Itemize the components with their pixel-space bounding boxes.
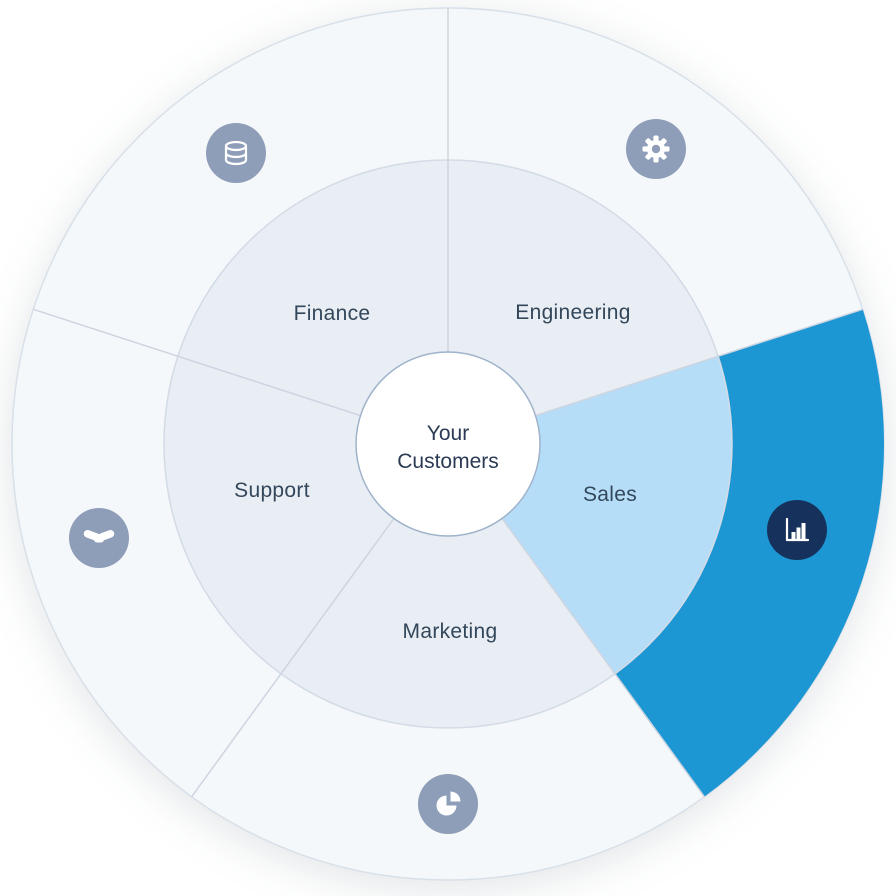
center-label-line1: Your	[427, 422, 469, 445]
segment-dividers	[33, 8, 863, 798]
segment-label-sales[interactable]: Sales	[583, 483, 637, 506]
segment-label-marketing[interactable]: Marketing	[403, 620, 498, 643]
segment-label-support[interactable]: Support	[234, 479, 310, 502]
center-label-line2: Customers	[397, 450, 499, 473]
bar-chart-glyph	[785, 517, 810, 542]
pie-chart-glyph	[436, 791, 461, 816]
divider-lower-right	[501, 517, 705, 798]
segment-sales-inner-wedge[interactable]	[502, 356, 733, 674]
bar-chart-icon[interactable]	[767, 500, 827, 560]
coins-icon-circle	[206, 123, 266, 183]
pie-chart-icon[interactable]	[418, 774, 478, 834]
segment-label-finance[interactable]: Finance	[294, 302, 371, 325]
handshake-glyph	[83, 530, 115, 543]
coins-icon[interactable]	[206, 123, 266, 183]
divider-upper-left	[33, 308, 361, 417]
handshake-icon[interactable]	[69, 508, 129, 568]
center-circle	[355, 351, 541, 537]
pie-chart-icon-circle	[418, 774, 478, 834]
gear-glyph-hole	[651, 144, 661, 154]
segment-sales-outer-wedge[interactable]	[614, 309, 885, 797]
gear-icon[interactable]	[626, 119, 686, 179]
coins-glyph	[224, 140, 248, 166]
divider-lower-left	[191, 517, 395, 798]
segment-label-engineering[interactable]: Engineering	[515, 301, 630, 324]
divider-upper-right	[535, 308, 863, 417]
